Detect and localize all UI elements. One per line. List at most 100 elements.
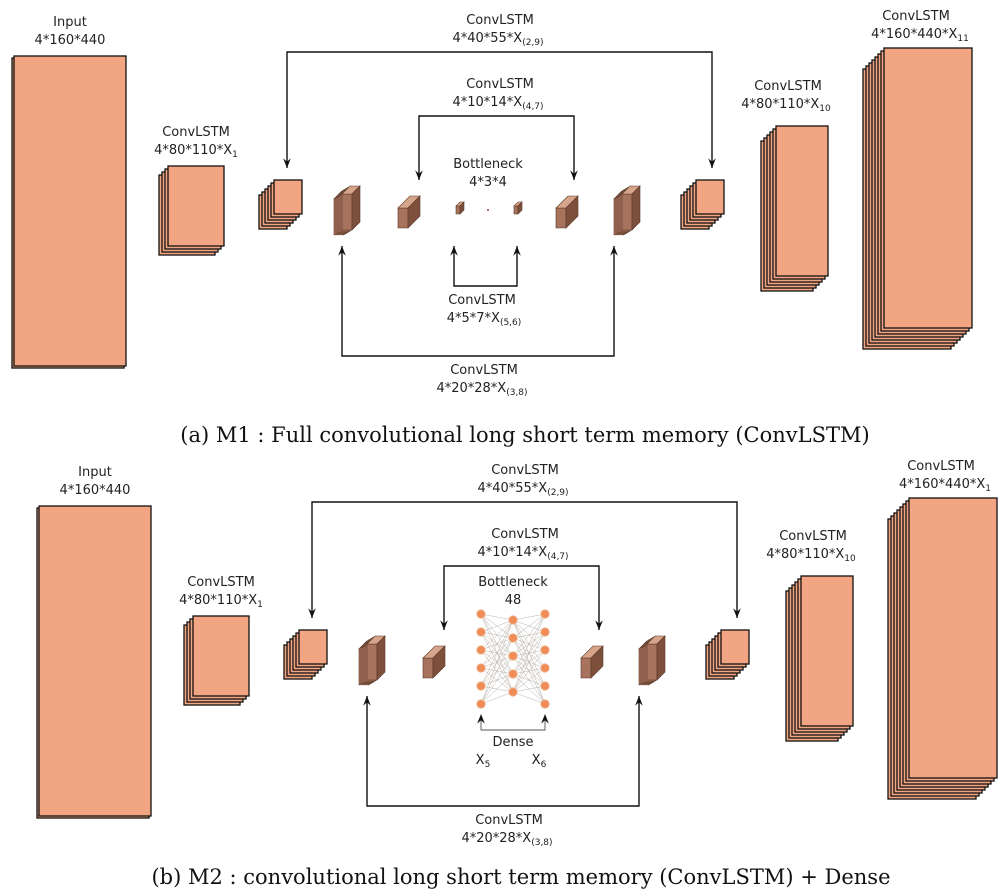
dense-edge — [480, 637, 514, 705]
bottleneck-dims: 4*3*4 — [469, 175, 507, 190]
label-subscript: (2,9) — [547, 488, 568, 498]
bottleneck-title: Bottleneck — [453, 157, 523, 172]
out-title: ConvLSTM — [882, 9, 950, 24]
slab-side — [517, 201, 523, 215]
dense-edge — [480, 619, 514, 687]
label-subscript: 1 — [257, 600, 263, 610]
skip-arrow-right — [595, 620, 603, 630]
skip-arrow-left — [363, 696, 371, 706]
dec9-block — [705, 629, 750, 680]
dense-edge — [512, 613, 546, 657]
slab-front — [555, 207, 567, 229]
enc1-dims: 4*80*110*X1 — [154, 143, 238, 160]
skip-line — [311, 501, 738, 618]
dense-edge — [480, 673, 514, 705]
dense-edge — [480, 691, 514, 705]
skip-arrow-left — [338, 246, 346, 256]
dense-node — [508, 633, 518, 643]
label-subscript: 11 — [957, 34, 968, 44]
skip29-dims: 4*40*55*X(2,9) — [477, 481, 568, 498]
dec10-block — [760, 125, 829, 292]
dense-node — [476, 663, 486, 673]
skip38-connection — [363, 696, 643, 807]
label-main: 4*40*55*X — [477, 481, 547, 496]
label-subscript: (3,8) — [531, 838, 552, 848]
skip56-connection — [450, 246, 521, 287]
dense-x6: X6 — [532, 753, 547, 770]
dense-edge — [480, 655, 514, 705]
enc3-block — [358, 635, 386, 686]
label-main: 4*20*28*X — [461, 831, 531, 846]
skip-arrow-left — [415, 170, 423, 180]
dense-node — [476, 645, 486, 655]
enc4-block — [422, 645, 446, 679]
label-subscript: (5,6) — [500, 318, 521, 328]
slab-side — [631, 185, 641, 231]
block-layer — [695, 179, 725, 215]
skip38-connection — [338, 246, 618, 357]
skip47-dims: 4*10*14*X(4,7) — [452, 95, 543, 112]
label-main: 4*5*7*X — [447, 311, 500, 326]
skip38-dims: 4*20*28*X(3,8) — [461, 831, 552, 848]
dense-node — [540, 609, 550, 619]
skip29-title: ConvLSTM — [466, 13, 534, 28]
enc1-title: ConvLSTM — [162, 125, 230, 140]
dec10-dims: 4*80*110*X10 — [766, 547, 856, 564]
dec10-block — [785, 575, 854, 742]
skip-line — [286, 51, 713, 168]
skip-line — [418, 115, 575, 180]
block-layer — [800, 575, 854, 727]
dec8-block — [638, 635, 666, 686]
dec7-block — [580, 645, 604, 679]
skip-arrow-left — [450, 246, 458, 256]
skip38-title: ConvLSTM — [450, 363, 518, 378]
skip-arrow-left — [308, 608, 316, 618]
skip-arrow-left — [440, 620, 448, 630]
block-layer — [883, 47, 973, 329]
dense-node — [540, 699, 550, 709]
slab-side — [590, 645, 604, 679]
dense-node — [476, 609, 486, 619]
dense-node — [508, 651, 518, 661]
dense-edge — [480, 613, 514, 621]
bottleneck-title: Bottleneck — [478, 575, 548, 590]
label-main: X — [476, 753, 485, 768]
label-main: 4*10*14*X — [452, 95, 522, 110]
slab-side — [565, 195, 579, 229]
bottleneck-right — [513, 201, 523, 215]
skip29-title: ConvLSTM — [491, 463, 559, 478]
enc1-block — [183, 615, 250, 706]
block-layer — [273, 179, 303, 215]
slab-front — [366, 643, 378, 681]
label-main: 4*10*14*X — [477, 545, 547, 560]
slab-side — [459, 201, 465, 215]
dense-edge — [480, 619, 514, 633]
caption-a: (a) M1 : Full convolutional long short t… — [180, 423, 869, 447]
skip29-dims: 4*40*55*X(2,9) — [452, 31, 543, 48]
panel-m2: Input4*160*440ConvLSTM4*80*110*X1ConvLST… — [36, 459, 998, 889]
dense-node — [540, 681, 550, 691]
label-subscript: (4,7) — [522, 102, 543, 112]
slab-layer — [341, 185, 361, 231]
skip-arrow-right — [635, 696, 643, 706]
block-layer — [720, 629, 750, 665]
label-subscript: 1 — [232, 150, 238, 160]
dense-title: Dense — [492, 735, 533, 750]
label-subscript: 6 — [541, 760, 547, 770]
skip-arrow-right — [733, 608, 741, 618]
dense-node — [476, 699, 486, 709]
slab-side — [376, 635, 386, 681]
bottleneck-dims: 48 — [505, 593, 522, 608]
input-title: Input — [78, 465, 112, 480]
input-title: Input — [53, 15, 87, 30]
slab-front — [513, 205, 519, 215]
dense-edge — [512, 685, 546, 693]
skip-line — [443, 565, 600, 630]
label-main: X — [532, 753, 541, 768]
dense-edge — [512, 613, 546, 621]
label-main: 4*40*55*X — [452, 31, 522, 46]
dense-edge — [512, 613, 546, 675]
label-subscript: 5 — [485, 760, 491, 770]
dense-node — [508, 687, 518, 697]
